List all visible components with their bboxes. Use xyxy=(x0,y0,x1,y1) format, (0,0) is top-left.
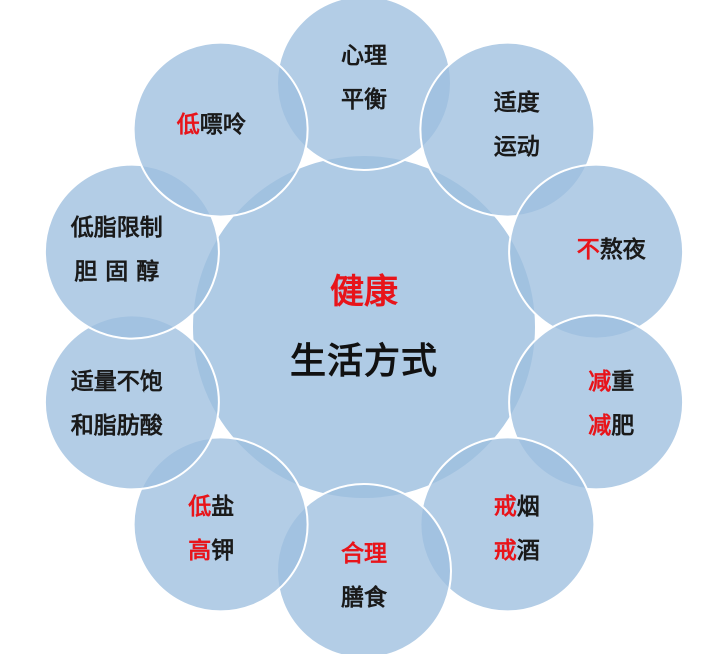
label-line: 合理 xyxy=(341,532,387,576)
circle-jianfei xyxy=(508,314,685,491)
label-line: 减重 xyxy=(588,360,634,404)
circle-yanjia xyxy=(132,436,309,613)
label-text: 低脂限制 xyxy=(70,215,163,241)
label-yanjia: 低盐高钾 xyxy=(188,485,234,573)
label-text: 适度 xyxy=(493,90,540,117)
label-aoye: 不熬夜 xyxy=(577,228,646,272)
label-zhifang: 适量不饱和脂肪酸 xyxy=(71,360,163,448)
label-line: 运动 xyxy=(494,125,540,169)
label-line: 平衡 xyxy=(341,78,387,122)
label-text: 肥 xyxy=(611,413,635,439)
highlight-text: 戒 xyxy=(493,493,517,520)
label-line: 低脂限制 xyxy=(71,206,163,250)
center-label: 健康 生活方式 xyxy=(290,257,438,397)
label-line: 低嘌呤 xyxy=(177,103,246,147)
highlight-text: 戒 xyxy=(493,537,517,564)
label-text: 平衡 xyxy=(341,86,387,113)
label-text: 重 xyxy=(611,369,635,395)
label-text: 膳食 xyxy=(341,585,387,612)
circle-piaoling xyxy=(132,41,309,218)
label-line: 戒酒 xyxy=(494,529,540,573)
center-subtitle: 生活方式 xyxy=(289,341,439,382)
highlight-text: 低 xyxy=(176,112,200,139)
label-text: 烟 xyxy=(516,493,540,520)
label-text: 熬夜 xyxy=(599,237,646,263)
label-text: 运动 xyxy=(493,134,540,161)
label-text: 嘌呤 xyxy=(199,112,246,139)
label-line: 适度 xyxy=(494,81,540,125)
label-line: 和脂肪酸 xyxy=(71,404,163,448)
label-line: 戒烟 xyxy=(494,485,540,529)
label-text: 和脂肪酸 xyxy=(70,413,163,439)
label-yundong: 适度运动 xyxy=(494,81,540,169)
highlight-text: 不 xyxy=(576,237,600,263)
circle-yundong xyxy=(419,41,596,218)
label-line: 心理 xyxy=(341,34,387,78)
label-text: 钾 xyxy=(211,537,235,564)
center-title: 健康 xyxy=(329,272,398,312)
label-jieyan: 戒烟戒酒 xyxy=(494,485,540,573)
label-xinli: 心理平衡 xyxy=(341,34,387,122)
highlight-text: 高 xyxy=(188,537,212,564)
label-line: 不熬夜 xyxy=(577,228,646,272)
label-text: 心理 xyxy=(341,42,387,69)
label-line: 低盐 xyxy=(188,485,234,529)
label-piaoling: 低嘌呤 xyxy=(177,103,246,147)
label-jianfei: 减重减肥 xyxy=(588,360,634,448)
highlight-text: 低 xyxy=(188,493,212,520)
label-line: 膳食 xyxy=(341,576,387,620)
label-line: 适量不饱 xyxy=(71,360,163,404)
highlight-text: 合理 xyxy=(341,541,387,568)
label-text: 酒 xyxy=(516,537,540,564)
highlight-text: 减 xyxy=(588,369,612,395)
label-line: 减肥 xyxy=(588,404,634,448)
label-text: 盐 xyxy=(211,493,235,520)
label-danguchun: 低脂限制胆 固 醇 xyxy=(71,206,163,294)
label-text: 胆 固 醇 xyxy=(74,259,160,285)
highlight-text: 减 xyxy=(588,413,612,439)
label-shanshi: 合理膳食 xyxy=(341,532,387,620)
label-text: 适量不饱 xyxy=(70,369,163,395)
circle-danguchun xyxy=(43,163,220,340)
label-line: 高钾 xyxy=(188,529,234,573)
label-line: 胆 固 醇 xyxy=(71,250,163,294)
